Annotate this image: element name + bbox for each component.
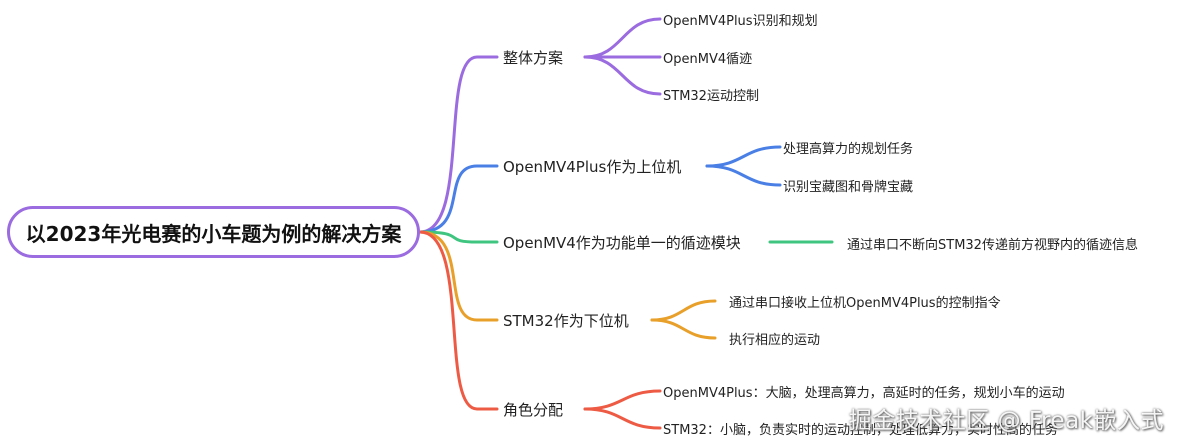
connector-root-branch — [418, 230, 499, 411]
connector-branch-leaf — [583, 407, 662, 430]
leaf-item: 处理高算力的规划任务 — [783, 142, 914, 157]
connector-root-branch — [418, 230, 499, 322]
connector-branch-leaf — [583, 17, 662, 59]
leaf-item: 识别宝藏图和骨牌宝藏 — [783, 180, 914, 195]
connector-root-branch — [418, 164, 499, 234]
branch-tracking-module: OpenMV4作为功能单一的循迹模块 — [503, 234, 741, 252]
connector-branch-leaf — [705, 164, 782, 187]
branch-role-assignment: 角色分配 — [503, 401, 564, 419]
connector-branch-leaf — [650, 318, 717, 340]
leaf-item: 通过串口接收上位机OpenMV4Plus的控制指令 — [729, 296, 1001, 311]
leaf-item: OpenMV4循迹 — [663, 52, 753, 67]
leaf-item: STM32运动控制 — [663, 89, 759, 104]
connector-branch-leaf — [650, 299, 717, 322]
leaf-item: OpenMV4Plus：大脑，处理高算力，高延时的任务，规划小车的运动 — [663, 386, 1065, 401]
connector-root-branch — [418, 230, 499, 244]
leaf-item: STM32：小脑，负责实时的运动控制，处理低算力，实时性高的任务 — [663, 423, 1058, 438]
branch-overall-plan: 整体方案 — [503, 49, 564, 67]
leaf-item: 执行相应的运动 — [729, 333, 821, 348]
root-label: 以2023年光电赛的小车题为例的解决方案 — [25, 221, 402, 246]
connector-branch-leaf — [583, 55, 662, 96]
connector-branch-leaf — [705, 145, 782, 168]
branch-upper-computer: OpenMV4Plus作为上位机 — [503, 158, 682, 176]
leaf-item: OpenMV4Plus识别和规划 — [663, 14, 818, 29]
connector-root-branch — [418, 55, 499, 234]
watermark: 掘金技术社区 @ Freak嵌入式 — [848, 408, 1164, 434]
root-node: 以2023年光电赛的小车题为例的解决方案 — [7, 206, 420, 258]
leaf-item: 通过串口不断向STM32传递前方视野内的循迹信息 — [847, 238, 1138, 253]
connector-branch-leaf — [583, 389, 662, 411]
branch-lower-computer: STM32作为下位机 — [503, 312, 629, 330]
